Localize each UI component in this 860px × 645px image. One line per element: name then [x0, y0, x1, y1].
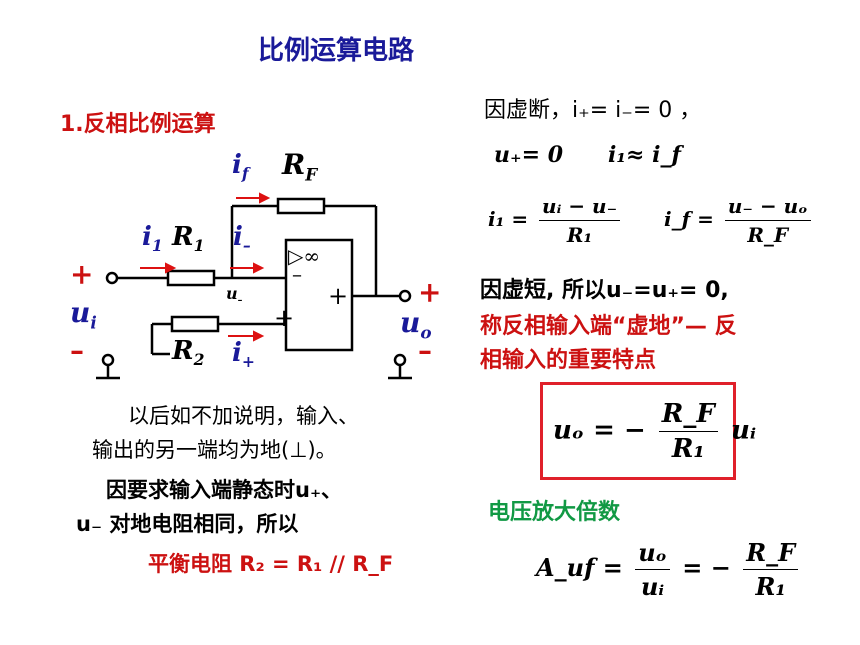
note-line2: 输出的另一端均为地(⊥)。 — [92, 438, 337, 462]
label-uo: uo — [400, 306, 432, 343]
output-minus-sign: – — [418, 334, 432, 367]
label-r1: R1 — [172, 222, 205, 256]
page-title: 比例运算电路 — [258, 36, 415, 66]
label-r2: R2 — [172, 336, 205, 370]
section-heading: 1.反相比例运算 — [60, 112, 216, 137]
opamp-symbol: ▷∞ — [288, 244, 321, 268]
resistor-r1 — [166, 269, 216, 287]
output-plus-sign: + — [418, 276, 442, 309]
balance-resistor: 平衡电阻 R₂ = R₁ // R_F — [148, 552, 394, 576]
opamp-body — [284, 238, 354, 352]
input-minus-sign: – — [70, 334, 84, 367]
output-ground-terminal — [393, 353, 407, 367]
label-rf: RF — [282, 148, 318, 185]
i1-formula: i₁ = uᵢ − u₋R₁ — [488, 194, 624, 247]
opamp-out-plus: + — [328, 282, 349, 310]
u-plus-eq: u₊= 0 — [494, 142, 564, 168]
note-line3: 因要求输入端静态时u₊、 — [106, 478, 343, 502]
note-line1: 以后如不加说明，输入、 — [128, 404, 359, 428]
i1-approx-if: i₁≈ i_f — [608, 142, 681, 168]
virtual-open-line: 因虚断，i₊= i₋= 0 ， — [484, 98, 702, 123]
note-line4: u₋ 对地电阻相同，所以 — [76, 512, 299, 536]
input-terminal — [105, 271, 119, 285]
label-ui: ui — [70, 296, 97, 333]
output-terminal — [398, 289, 412, 303]
input-plus-sign: + — [70, 258, 94, 291]
virtual-short-line: 因虚短, 所以u₋=u₊= 0, — [480, 278, 729, 303]
label-iminus: i– — [233, 222, 251, 256]
resistor-r2 — [170, 315, 220, 333]
gain-title: 电压放大倍数 — [488, 500, 621, 525]
opamp-plus-sign: + — [274, 304, 295, 332]
label-i1: i1 — [142, 222, 163, 256]
resistor-rf — [276, 197, 326, 215]
label-iplus: i+ — [232, 338, 255, 372]
input-ground-terminal — [101, 353, 115, 367]
inverting-amplifier-circuit — [96, 192, 412, 380]
virtual-ground-line2: 相输入的重要特点 — [480, 348, 657, 373]
virtual-ground-line1: 称反相输入端“虚地”— 反 — [480, 314, 737, 339]
label-uminus: u– — [226, 284, 243, 307]
opamp-minus-sign: – — [292, 262, 302, 286]
label-if: if — [232, 150, 249, 184]
